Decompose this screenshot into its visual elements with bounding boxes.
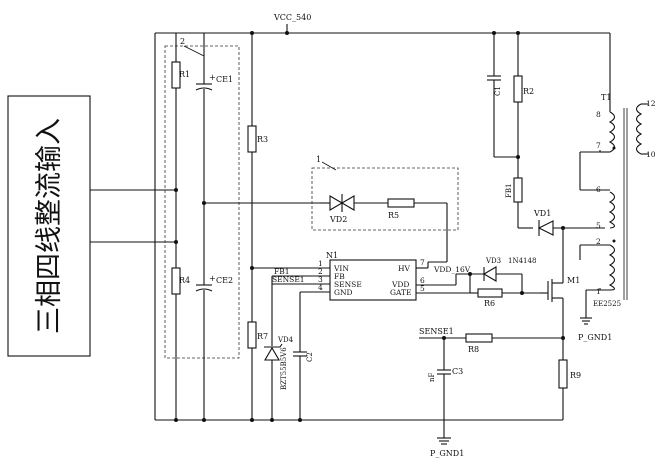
ic-pin-num-2: 2 <box>318 267 323 276</box>
r9-resistor <box>558 359 568 389</box>
r5-resistor <box>387 198 415 208</box>
r7-resistor <box>247 321 257 349</box>
t1-core-label: EE2525 <box>593 300 621 308</box>
ic-pin-num-4: 4 <box>318 283 323 292</box>
vd3-label: VD3 <box>485 257 501 265</box>
pgnd1-bottom-label: P_GND1 <box>430 449 464 458</box>
vd2-label: VD2 <box>329 215 347 224</box>
group-1-label: 1 <box>316 155 321 164</box>
group-2-label: 2 <box>180 37 185 46</box>
ic-n1 <box>329 259 417 301</box>
c3-value: nF <box>428 372 436 382</box>
r9-label: R9 <box>570 371 581 380</box>
r8-label: R8 <box>468 345 479 354</box>
r2-label: R2 <box>523 87 534 96</box>
ce2-plus: + <box>209 274 216 283</box>
vd3-part-label: 1N4148 <box>508 257 536 265</box>
vd4-label: VD4 <box>277 336 294 344</box>
ic-pin-num-5: 5 <box>420 284 425 293</box>
vd3-diode <box>482 266 497 282</box>
group-1-outline <box>311 167 459 231</box>
vd1-diode <box>537 220 554 236</box>
r2-resistor <box>513 75 523 103</box>
fb1-ferrite-bead <box>513 177 523 203</box>
t1-secondary-winding <box>635 103 643 155</box>
r8-resistor <box>465 333 493 343</box>
vd2-tvs-diode <box>329 194 355 212</box>
ic-ref-label: N1 <box>326 251 338 260</box>
rectified-input-label: 三相四线整流输入 <box>34 118 65 334</box>
ic-pin-gate: GATE <box>390 288 411 297</box>
t1-pin-8: 8 <box>596 110 601 119</box>
c1-label: C1 <box>494 86 502 96</box>
t1-pin-12: 12 <box>646 99 656 108</box>
ce1-plus: + <box>209 73 216 82</box>
ic-pin-vdd: VDD <box>391 280 409 289</box>
c3-label: C3 <box>452 367 463 376</box>
t1-lower-winding <box>608 244 616 291</box>
rectified-input-block <box>7 95 91 357</box>
ic-pin-num-1: 1 <box>318 259 323 268</box>
vd4-part-label: BZT55B5V6 <box>280 347 288 390</box>
sense-net-label-ic: SENSE1 <box>272 275 305 284</box>
r3-resistor <box>247 125 257 153</box>
fb1-label: FB1 <box>505 184 513 198</box>
r6-resistor <box>477 288 503 298</box>
t1-pin-5: 5 <box>596 221 601 230</box>
fb-net-label: FB1 <box>274 267 290 276</box>
c2-label: C2 <box>306 352 314 362</box>
ic-pin-num-3: 3 <box>318 275 323 284</box>
t1-aux-winding <box>608 191 616 229</box>
t1-primary-winding <box>608 111 616 153</box>
ic-pin-sense: SENSE <box>334 280 362 289</box>
ic-pin-num-7: 7 <box>420 258 425 267</box>
r3-label: R3 <box>257 135 268 144</box>
vcc-net-label: VCC_540 <box>273 13 311 22</box>
ic-pin-fb: FB <box>334 272 345 281</box>
sense-net-label: SENSE1 <box>419 327 454 336</box>
ic-pin-gnd: GND <box>334 288 353 297</box>
ce1-label: CE1 <box>216 75 233 84</box>
ic-pin-num-6: 6 <box>420 276 425 285</box>
ic-pin-hv: HV <box>398 264 411 273</box>
r4-label: R4 <box>179 276 190 285</box>
ce2-label: CE2 <box>216 276 233 285</box>
t1-pin-1: 1 <box>596 287 601 296</box>
group-2-outline <box>164 45 240 359</box>
pgnd1-label: P_GND1 <box>578 333 612 342</box>
t1-pin-10: 10 <box>646 150 656 159</box>
r7-label: R7 <box>257 332 268 341</box>
t1-label: T1 <box>601 93 611 102</box>
vd1-label: VD1 <box>533 209 551 218</box>
t1-pin-2: 2 <box>596 237 601 246</box>
vdd-net-label: VDD_16V <box>433 265 471 274</box>
ic-pin-vin: VIN <box>333 264 349 273</box>
r1-label: R1 <box>179 70 190 79</box>
m1-label: M1 <box>567 276 580 285</box>
r5-label: R5 <box>388 211 399 220</box>
t1-pin-7: 7 <box>596 141 601 150</box>
r6-label: R6 <box>484 299 495 308</box>
